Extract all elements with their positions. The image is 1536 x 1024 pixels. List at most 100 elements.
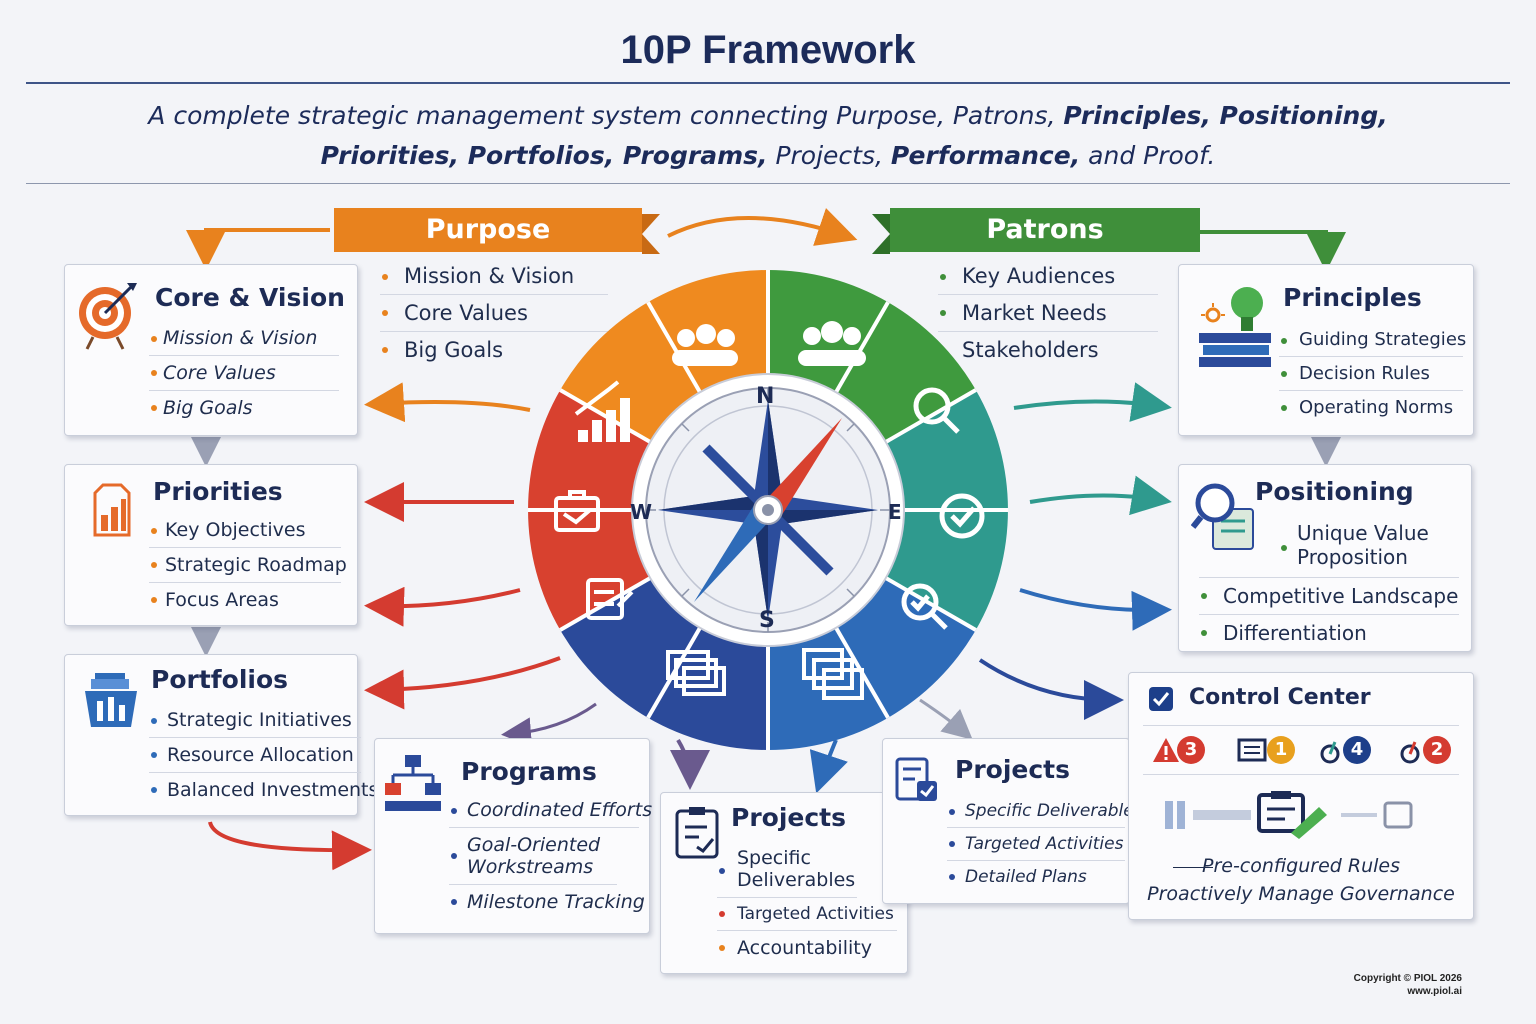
status-badge: 3 [1177,736,1205,764]
card-item-list: Specific Deliverables Targeted Activitie… [717,845,897,965]
status-badge: 2 [1423,736,1451,764]
card-title: Positioning [1255,477,1414,506]
list-item: Unique Value Proposition [1199,519,1459,578]
page-title: 10P Framework [620,28,916,72]
subtitle-divider [26,183,1510,184]
subtitle-text: and Proof. [1080,141,1216,170]
card-title: Control Center [1189,685,1371,710]
list-item: Strategic Initiatives [149,705,361,738]
card-item-list: Coordinated Efforts Goal-Oriented Workst… [449,795,652,919]
magnifier-document-icon [1191,483,1254,550]
list-item: Stakeholders [962,338,1099,362]
wheel-segment-green [768,270,976,450]
list-item: Market Needs [938,295,1158,332]
control-center-line-1: Pre-configured Rules [1201,855,1400,877]
folders-icon [666,650,726,696]
purpose-list: Mission & Vision Core Values Big Goals [380,260,608,368]
magnifier-icon [913,387,960,434]
basket-icon [85,673,137,727]
priorities-card: Priorities Key Objectives Strategic Road… [64,464,358,626]
purpose-banner-label: Purpose [425,214,551,245]
list-item: Big Goals [380,332,608,368]
list-item: Key Audiences [938,260,1158,295]
copyright-text: Copyright © PIOL 2026 [1353,973,1462,984]
card-title: Priorities [153,477,283,506]
projects-center-card: Projects Specific Deliverables Targeted … [660,792,908,974]
programs-card: Programs Coordinated Efforts Goal-Orient… [374,738,652,934]
card-item-list: Strategic Initiatives Resource Allocatio… [149,705,378,807]
subtitle-bold-text: Performance, [890,141,1081,170]
checkbox-icon [1149,687,1173,711]
checklist-icon [586,578,634,620]
alert-gauge-icon [1400,741,1420,764]
list-item: Competitive Landscape [1199,578,1459,615]
list-item: Specific Deliverables [717,845,857,898]
title-divider [26,82,1510,84]
patrons-list: Key Audiences Market Needs Stakeholders [938,260,1158,368]
subtitle-bold-text: Priorities, Portfolios, Programs, [320,141,768,170]
wheel-segment-navy [560,570,768,750]
copyright: Copyright © PIOL 2026 www.piol.ai [1354,972,1462,998]
lightbulb-books-icon [1199,287,1271,367]
card-item-list: Key Objectives Strategic Roadmap Focus A… [149,515,347,617]
group-icon [798,321,866,366]
files-icon [802,648,864,700]
patrons-banner-tail [872,214,890,254]
list-item: Core Values [380,295,608,332]
card-item-list: Unique Value Proposition Competitive Lan… [1199,519,1459,651]
list-item: Guiding Strategies [1279,325,1466,357]
list-item: Differentiation [1199,615,1459,651]
list-item: Operating Norms [1279,391,1463,424]
list-item: Decision Rules [1279,357,1463,391]
hierarchy-icon [385,755,441,811]
positioning-card: Positioning Unique Value Proposition Com… [1178,464,1472,652]
list-item: Key Objectives [149,515,341,548]
compass-west-label: W [630,500,653,524]
card-title: Portfolios [151,665,289,694]
card-title: Programs [461,757,597,786]
clipboard-icon [675,807,719,859]
compass-wheel [528,270,1008,750]
status-row: 3 1 4 2 [1143,725,1459,775]
people-icon [672,324,738,366]
list-item: Resource Allocation [149,738,361,773]
compass-east-label: E [888,500,902,524]
list-item: Detailed Plans [947,861,1125,893]
warning-icon [1153,738,1179,762]
projects-right-card: Projects Specific Deliverables Targeted … [882,738,1143,904]
control-center-card: Control Center 3 1 4 2 Pre-configured Ru… [1128,672,1474,920]
purpose-banner-tail [642,214,660,254]
list-item: Focus Areas [149,583,341,617]
list-item: Specific Deliverables [947,797,1143,828]
compass-rose [658,400,878,620]
subtitle-text: Purpose, Patrons, [836,101,1064,130]
control-center-divider [1173,867,1213,868]
patrons-banner: Patrons [890,208,1200,252]
compass-north-label: N [756,384,775,409]
list-item: Big Goals [149,391,339,425]
document-list-icon [1237,738,1267,762]
purpose-banner: Purpose [334,208,642,252]
growth-chart-icon [574,380,630,442]
briefcase-icon [554,490,600,532]
subtitle-bold-text: Principles, Positioning, [1063,101,1388,130]
list-item: Core Values [149,356,339,391]
check-circle-icon [939,493,985,539]
card-item-list: Specific Deliverables Targeted Activitie… [947,797,1143,893]
card-title: Projects [731,803,847,832]
list-item: Milestone Tracking [449,885,645,919]
list-item: Accountability [717,931,897,965]
list-item: Strategic Roadmap [149,548,347,583]
card-title: Core & Vision [155,283,345,312]
card-item-list: Mission & Vision Core Values Big Goals [149,323,339,425]
core-vision-card: Core & Vision Mission & Vision Core Valu… [64,264,358,436]
list-item: Targeted Activities [947,828,1125,861]
list-item: Mission & Vision [149,323,339,356]
status-badge: 4 [1343,736,1371,764]
principles-card: Principles Guiding Strategies Decision R… [1178,264,1474,436]
list-item: Targeted Activities [717,898,897,931]
wheel-segment-orange [560,270,768,450]
compass-south-label: S [759,608,775,633]
card-title: Principles [1283,283,1422,312]
